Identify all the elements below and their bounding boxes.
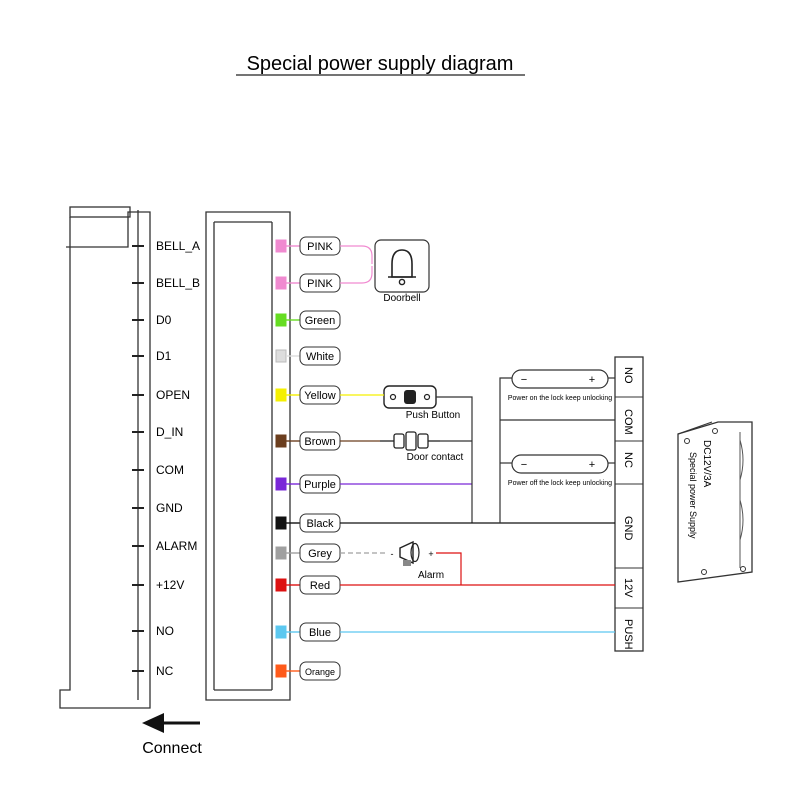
doorbell-frame bbox=[374, 239, 430, 293]
pin-label: NO bbox=[156, 624, 174, 638]
wire-label: White bbox=[306, 351, 334, 363]
wire-label-box bbox=[299, 310, 341, 330]
wire-color-stub bbox=[275, 313, 287, 327]
terminal-block: NO COM NC GND 12V PUSH bbox=[614, 356, 644, 652]
lock-nc-icon bbox=[511, 454, 609, 474]
wire-label: PINK bbox=[307, 278, 333, 290]
wire-label: Green bbox=[305, 315, 336, 327]
terminal-label: 12V bbox=[622, 578, 634, 598]
wire-color-stub bbox=[275, 349, 287, 363]
wire-label-box bbox=[299, 346, 341, 366]
lock-no-plus: + bbox=[589, 374, 595, 386]
wire-color-stub bbox=[275, 276, 287, 290]
connect-label: Connect bbox=[142, 740, 202, 757]
lock-no-minus: − bbox=[521, 374, 527, 386]
wire-label: Yellow bbox=[304, 390, 335, 402]
terminal-label: COM bbox=[622, 409, 634, 435]
wire-label: Orange bbox=[305, 667, 335, 677]
wire-label: PINK bbox=[307, 241, 333, 253]
pin-label: +12V bbox=[156, 578, 184, 592]
wire-color-stub bbox=[275, 578, 287, 592]
connect-arrow: Connect bbox=[142, 713, 202, 757]
controller-top-tab bbox=[69, 206, 131, 218]
lock-nc-minus: − bbox=[521, 459, 527, 471]
wire-label: Purple bbox=[304, 479, 336, 491]
wire-color-stub bbox=[275, 388, 287, 402]
wire-color-stub bbox=[275, 546, 287, 560]
door-contact-icon bbox=[393, 433, 405, 449]
push-button-device: Push Button bbox=[383, 385, 460, 421]
lock-no-icon bbox=[511, 369, 609, 389]
controller-body bbox=[59, 206, 151, 709]
pin-label: BELL_A bbox=[156, 239, 200, 253]
pin-label: COM bbox=[156, 463, 184, 477]
lock-nc-module: − + Power off the lock keep unlocking bbox=[508, 454, 612, 487]
pin-label: D_IN bbox=[156, 425, 183, 439]
lock-no-module: − + Power on the lock keep unlocking bbox=[508, 369, 612, 402]
harness-body bbox=[205, 211, 291, 701]
pin-label: D0 bbox=[156, 313, 172, 327]
pin-label: ALARM bbox=[156, 539, 197, 553]
alarm-plus: + bbox=[428, 549, 433, 559]
alarm-label: Alarm bbox=[418, 570, 444, 581]
power-supply-rating: DC12V/3A bbox=[701, 440, 712, 488]
power-supply-box: DC12V/3A Special power Supply bbox=[677, 421, 753, 583]
pin-label: D1 bbox=[156, 349, 172, 363]
diagram-title: Special power supply diagram bbox=[247, 53, 514, 75]
wire-label: Brown bbox=[304, 436, 335, 448]
wire-color-stub bbox=[275, 434, 287, 448]
terminal-label: NO bbox=[622, 367, 634, 384]
push-button-label: Push Button bbox=[406, 410, 460, 421]
wire-list: PINK PINK GreenWhiteYellowBrownPurpleBlack… bbox=[275, 236, 341, 681]
alarm-minus: - bbox=[391, 549, 394, 559]
wire-color-stub bbox=[275, 664, 287, 678]
terminal-label: GND bbox=[622, 516, 634, 541]
pin-label: NC bbox=[156, 664, 174, 678]
bell-icon bbox=[391, 249, 413, 278]
wire-color-stub bbox=[275, 239, 287, 253]
wire-label: Black bbox=[307, 518, 334, 530]
connection-wires bbox=[340, 377, 615, 633]
wire-label-box bbox=[299, 661, 341, 681]
wire-label: Red bbox=[310, 580, 330, 592]
doorbell-device: Doorbell bbox=[374, 239, 430, 304]
wire-label: Blue bbox=[309, 627, 331, 639]
alarm-device: - + Alarm bbox=[391, 540, 444, 581]
terminal-label: PUSH bbox=[622, 619, 634, 650]
door-contact-device: Door contact bbox=[380, 431, 464, 463]
doorbell-label: Doorbell bbox=[383, 293, 420, 304]
lock-nc-plus: + bbox=[589, 459, 595, 471]
door-contact-label: Door contact bbox=[407, 452, 464, 463]
wire-color-stub bbox=[275, 516, 287, 530]
wire-color-stub bbox=[275, 477, 287, 491]
siren-icon bbox=[399, 540, 414, 565]
pin-label: GND bbox=[156, 501, 183, 515]
power-supply-name: Special power Supply bbox=[688, 452, 698, 539]
wire-color-stub bbox=[275, 625, 287, 639]
lock-no-note: Power on the lock keep unlocking bbox=[508, 395, 612, 402]
terminal-label: NC bbox=[622, 452, 634, 468]
wire-label: Grey bbox=[308, 548, 332, 560]
pin-label: BELL_B bbox=[156, 276, 200, 290]
pin-label: OPEN bbox=[156, 388, 190, 402]
lock-nc-note: Power off the lock keep unlocking bbox=[508, 480, 612, 487]
